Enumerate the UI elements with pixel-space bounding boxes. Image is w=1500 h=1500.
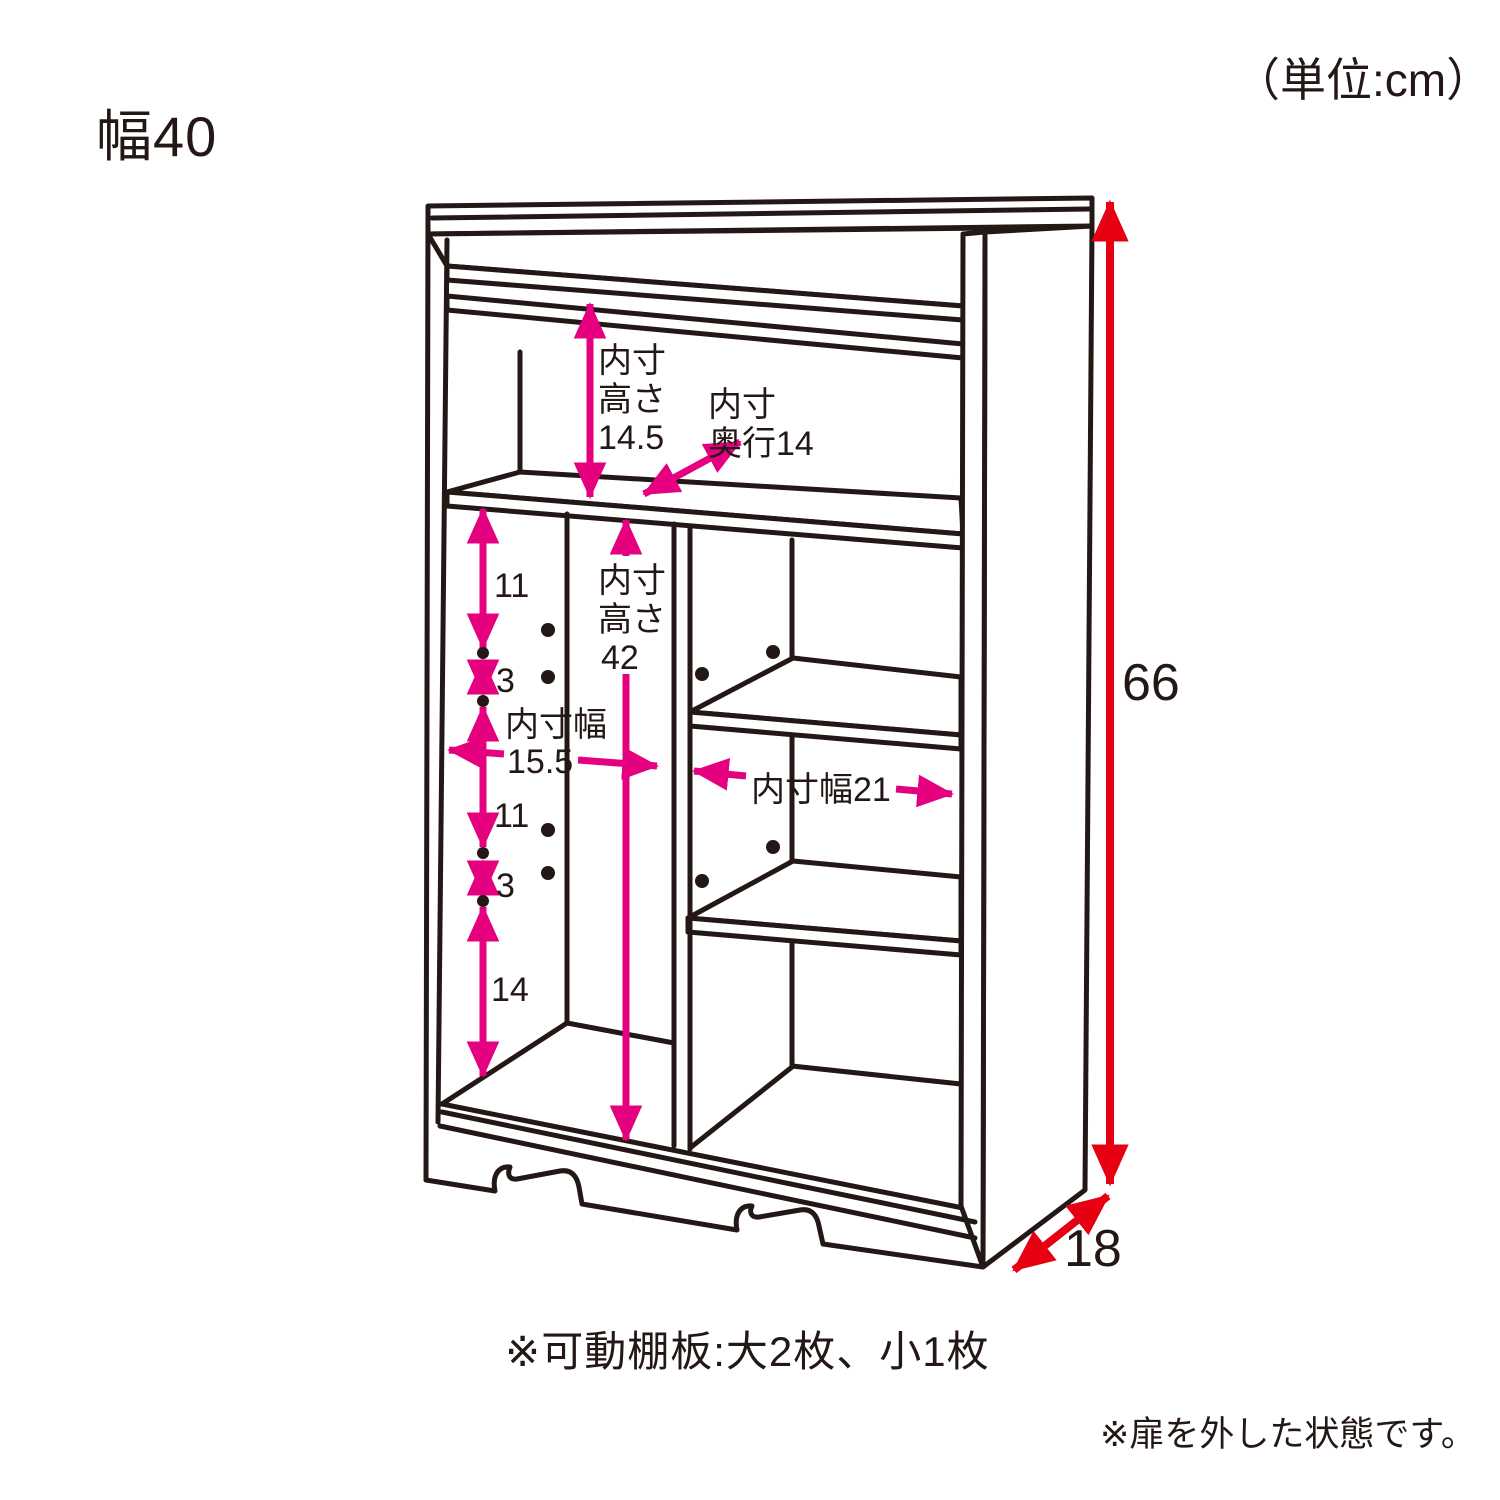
cabinet-structure (423, 195, 1095, 1270)
bottom-board-front-edge (439, 1101, 966, 1211)
label-inner-width-left-line1: 内寸幅 (505, 706, 607, 744)
label-inner-depth-line1: 内寸 (708, 386, 776, 424)
label-overall-height-66: 66 (1122, 654, 1180, 712)
label-inner-height-top-line1: 内寸 (598, 342, 666, 380)
label-inner-depth-line2: 奥行14 (708, 425, 814, 463)
label-pitch-11b: 11 (494, 797, 529, 835)
left-side-panel-outer-line (423, 207, 431, 1183)
footnote-door-removed: ※扉を外した状態です。 (1100, 1415, 1476, 1454)
footnote-movable-shelves: ※可動棚板:大2枚、小1枚 (505, 1328, 990, 1375)
label-inner-height-left-value: 42 (601, 639, 639, 677)
arrow-overall-depth-18 (1011, 1192, 1111, 1274)
label-pitch-3b: 3 (496, 867, 515, 905)
back-rail-inner-edge (429, 206, 1093, 221)
label-inner-height-top-value: 14.5 (598, 419, 664, 457)
arrow-inner-width-21 (692, 758, 954, 808)
label-overall-depth-18: 18 (1064, 1220, 1122, 1278)
bottom-board-left-edge (439, 1020, 570, 1107)
dimension-labels: 内寸 高さ 14.5 内寸 奥行14 内寸 高さ 42 11 3 11 3 14… (491, 342, 1180, 1278)
diagram-title-width-40: 幅40 (96, 105, 218, 168)
pin-pitch-chain (466, 507, 500, 1078)
shelf-pin-holes-right (695, 645, 780, 888)
right-side-panel-outer-face (980, 223, 1095, 1270)
label-pitch-3a: 3 (496, 662, 515, 700)
shelf-pin-holes-left (541, 623, 555, 880)
label-pitch-14: 14 (491, 971, 529, 1009)
bottom-board-back-edge-left (564, 1020, 677, 1046)
unit-note: （単位:cm） (1234, 54, 1493, 106)
label-inner-width-right: 内寸幅21 (751, 771, 891, 809)
bottom-board-back-edge-right (789, 1063, 964, 1087)
plinth-upper-line (439, 1109, 978, 1225)
label-pitch-11a: 11 (494, 567, 529, 605)
arrow-inner-width-15-5 (447, 736, 659, 780)
label-inner-height-top-line2: 高さ (598, 381, 666, 419)
interior-dimension-arrows (447, 302, 954, 1142)
divider-bottom-edge (687, 1064, 795, 1151)
label-inner-width-left-value: 15.5 (507, 743, 573, 781)
exterior-dimension-arrows (1011, 199, 1129, 1274)
label-inner-height-left-line1: 内寸 (598, 562, 666, 600)
label-inner-height-left-line2: 高さ (598, 601, 666, 639)
right-side-panel-front-edge (958, 229, 988, 1270)
left-side-panel-inner-line (435, 237, 450, 1125)
plinth-lower-line (437, 1123, 978, 1241)
arrow-inner-depth-14 (642, 438, 742, 498)
plinth-bottom-outline-with-feet (423, 1164, 986, 1270)
